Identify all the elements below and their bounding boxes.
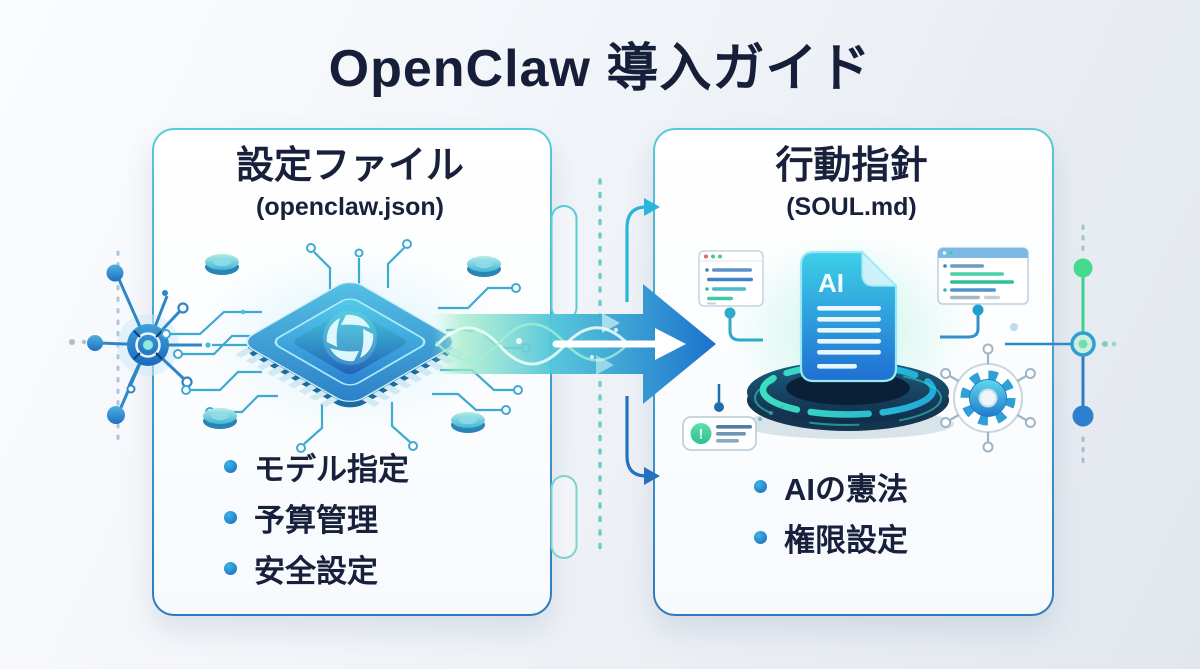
bullet-label: モデル指定 <box>254 451 409 487</box>
list-item: モデル指定 <box>224 447 409 487</box>
bullet-label: 予算管理 <box>254 502 378 538</box>
bullet-label: 権限設定 <box>784 522 908 558</box>
page-title: OpenClaw 導入ガイド <box>328 40 872 98</box>
bullet-dot-icon <box>754 530 767 544</box>
bullet-dot-icon <box>224 459 237 473</box>
list-item: 安全設定 <box>224 549 409 589</box>
bullet-label: AIの憲法 <box>784 471 908 507</box>
config-panel-heading: 設定ファイル (openclaw.json) <box>152 143 548 222</box>
soul-panel-title: 行動指針 <box>775 145 928 187</box>
config-feature-list: モデル指定 予算管理 安全設定 <box>224 447 409 600</box>
soul-panel-subtitle: (SOUL.md) <box>786 193 917 221</box>
config-panel-title: 設定ファイル <box>235 145 464 187</box>
bullet-dot-icon <box>224 510 237 524</box>
bullet-dot-icon <box>224 561 237 575</box>
bullet-label: 安全設定 <box>254 553 378 589</box>
config-panel-subtitle: (openclaw.json) <box>256 193 444 221</box>
bullet-dot-icon <box>754 479 767 493</box>
list-item: 予算管理 <box>224 498 409 538</box>
list-item: 権限設定 <box>754 518 908 558</box>
list-item: AIの憲法 <box>754 467 908 507</box>
gap-flow-decoration <box>550 178 660 560</box>
soul-panel-heading: 行動指針 (SOUL.md) <box>653 143 1050 222</box>
soul-feature-list: AIの憲法 権限設定 <box>754 467 908 569</box>
